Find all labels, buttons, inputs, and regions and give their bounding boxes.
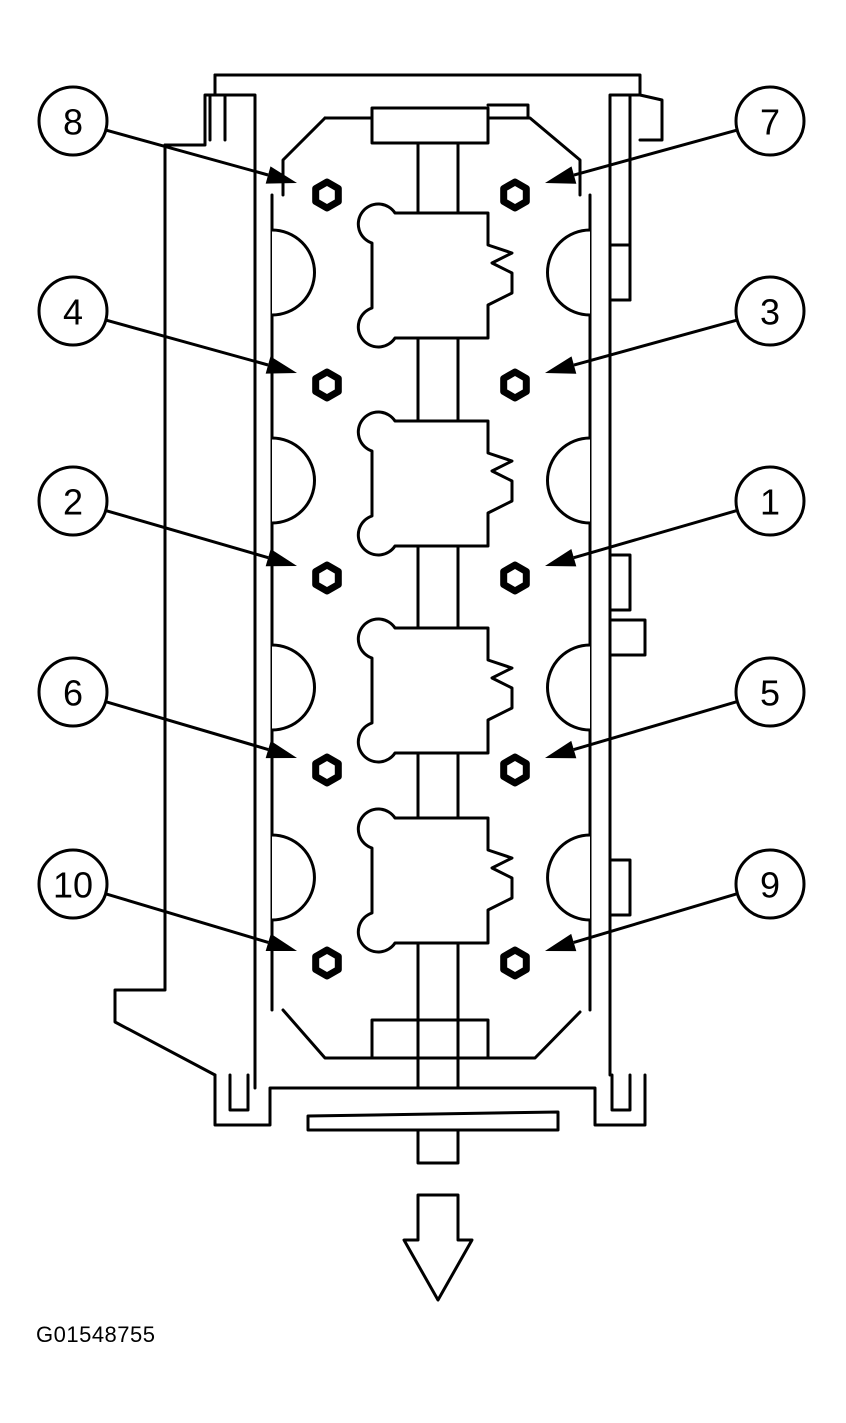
callout-1: 1: [545, 465, 806, 567]
leader-line: [106, 318, 269, 367]
bolt-8: [312, 178, 342, 212]
callout-number: 2: [63, 482, 83, 523]
bolt-6: [312, 753, 342, 787]
leader-line: [573, 128, 737, 177]
leader-arrowhead: [265, 166, 297, 184]
callout-10: 10: [37, 848, 297, 952]
leader-line: [106, 128, 269, 177]
leader-line: [106, 892, 269, 944]
leader-line: [573, 892, 737, 944]
callout-number: 9: [760, 865, 780, 906]
bolt-10: [312, 946, 342, 980]
bolt-7: [500, 178, 530, 212]
callout-number: 3: [760, 292, 780, 333]
callout-number: 4: [63, 292, 83, 333]
callout-number: 7: [760, 102, 780, 143]
callout-circle: [37, 848, 109, 920]
callout-7: 7: [545, 85, 806, 184]
leader-arrowhead: [265, 356, 297, 374]
bolt-5: [500, 753, 530, 787]
callout-circle: [734, 848, 806, 920]
callout-circle: [37, 465, 109, 537]
callout-3: 3: [545, 275, 806, 374]
bearing-cap-4: [356, 807, 514, 954]
head-outline: [113, 73, 664, 1165]
leader-arrowhead: [265, 548, 297, 567]
callout-5: 5: [545, 656, 806, 759]
bolt-3: [500, 368, 530, 402]
bearing-cap-2: [356, 410, 514, 557]
callout-circle: [37, 656, 109, 728]
leader-arrowhead: [545, 166, 577, 184]
leader-arrowhead: [545, 740, 577, 759]
callout-circle: [734, 275, 806, 347]
callout-circle: [734, 465, 806, 537]
scallops: [271, 228, 591, 922]
bearing-cap-3: [356, 617, 514, 764]
callout-number: 1: [760, 482, 780, 523]
leader-line: [106, 700, 269, 751]
leader-line: [573, 700, 737, 751]
callout-2: 2: [37, 465, 297, 567]
callouts: 8 7 4 3 2 1 6 5 10 9: [37, 85, 806, 952]
leader-line: [573, 318, 737, 367]
down-arrow-icon: [402, 1193, 474, 1302]
callout-circle: [37, 85, 109, 157]
bolt-1: [500, 561, 530, 595]
bolt-4: [312, 368, 342, 402]
callout-4: 4: [37, 275, 297, 374]
callout-8: 8: [37, 85, 297, 184]
callout-number: 8: [63, 102, 83, 143]
leader-arrowhead: [265, 933, 297, 952]
bolt-2: [312, 561, 342, 595]
leader-arrowhead: [545, 549, 577, 567]
callout-number: 5: [760, 673, 780, 714]
leader-line: [106, 509, 269, 560]
leader-arrowhead: [545, 356, 577, 374]
figure-id: G01548755: [36, 1322, 156, 1347]
callout-circle: [734, 85, 806, 157]
leader-arrowhead: [265, 740, 297, 759]
bearing-caps: [356, 202, 514, 954]
leader-arrowhead: [545, 933, 577, 952]
callout-number: 10: [53, 865, 93, 906]
leader-line: [573, 509, 737, 560]
callout-9: 9: [545, 848, 806, 952]
callout-number: 6: [63, 673, 83, 714]
bolts: [312, 178, 530, 980]
callout-circle: [37, 275, 109, 347]
callout-circle: [734, 656, 806, 728]
bolt-9: [500, 946, 530, 980]
callout-6: 6: [37, 656, 297, 759]
bearing-cap-1: [356, 202, 514, 349]
